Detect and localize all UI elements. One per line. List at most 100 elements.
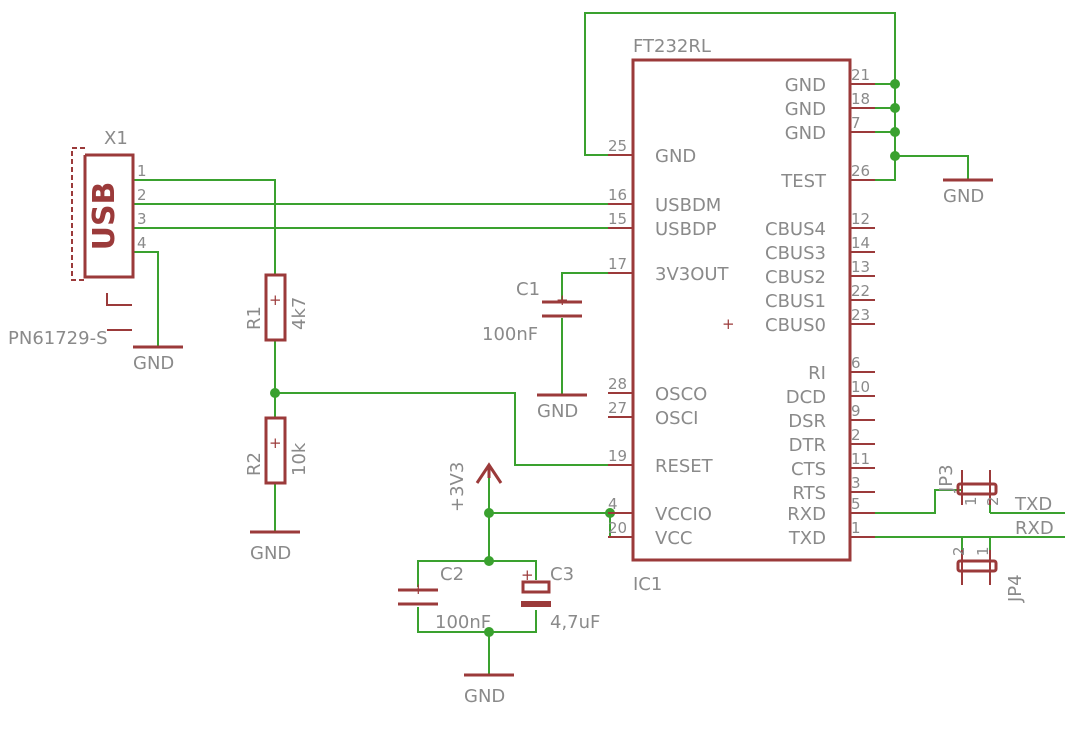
ic-pin-label: OSCO [655,384,707,405]
ic-pin-label: DCD [786,387,826,408]
capacitor-c3: + C3 4,7uF [521,564,600,633]
ic-origin-mark: + [722,315,735,333]
ic-pin-number: 27 [608,399,627,417]
ic-pin-number: 23 [851,306,870,324]
ic-name: FT232RL [633,36,711,57]
ic-pin-number: 4 [608,495,618,513]
jp4-ref: JP4 [1005,574,1026,603]
ic-pin-label: CBUS1 [765,291,826,312]
jp3-pin-1: 1 [962,496,980,506]
jp4-pin-2: 2 [950,546,968,556]
ic-pin-label: GND [785,123,826,144]
resistor-r2: + R2 10k [244,416,310,485]
gnd-label-4: GND [250,543,291,564]
jp3-ref: JP3 [936,464,957,493]
ic-ref: IC1 [633,574,662,595]
ic-pin-label: DSR [788,411,826,432]
ic-pin-label: CBUS3 [765,243,826,264]
c1-ref: C1 [516,279,540,300]
ic-pin-label: GND [785,99,826,120]
junctions [270,79,900,637]
v33-label: +3V3 [447,462,468,512]
ic-pin-label: TXD [788,528,826,549]
ic-pin-number: 15 [608,210,627,228]
gnd-label-3: GND [537,401,578,422]
ic-pin-number: 20 [608,519,627,537]
capacitor-c1: + C1 100nF [482,279,582,345]
ic-pin-number: 10 [851,378,870,396]
ic-pin-label: RI [808,363,826,384]
ic-pin-label: VCCIO [655,504,712,525]
ic-pin-label: VCC [655,528,692,549]
resistor-r1: + R1 4k7 [244,273,310,342]
c2-value: 100nF [435,612,491,633]
net-label-rxd: RXD [1015,518,1054,539]
wires [133,12,1065,675]
r2-ref: R2 [244,452,265,476]
x1-pin-4: 4 [137,234,147,252]
r2-value: 10k [289,442,310,476]
ic-pin-number: 3 [851,474,861,492]
ic-pin-label: GND [785,75,826,96]
ic-pin-number: 5 [851,495,861,513]
ic-pin-label: GND [655,146,696,167]
ic-pin-number: 2 [851,426,861,444]
capacitor-c2: + C2 100nF [398,564,491,633]
ic-pin-number: 13 [851,258,870,276]
ic-pin-number: 26 [851,162,870,180]
supply-3v3: +3V3 [447,462,503,512]
svg-text:+: + [269,434,282,452]
c1-value: 100nF [482,324,538,345]
usb-connector-x1: X1 USB 1 2 3 4 PN61729-S [8,128,147,349]
ic-pin-number: 6 [851,354,861,372]
ic-pin-label: TEST [780,171,827,192]
jp4-pin-1: 1 [974,546,992,556]
x1-ref: X1 [104,128,128,149]
ic-pin-label: CBUS4 [765,219,826,240]
ic-pin-number: 17 [608,255,627,273]
jp3-pin-2: 2 [984,496,1002,506]
x1-pin-1: 1 [137,162,147,180]
ic-pin-label: CBUS0 [765,315,826,336]
usb-body-label: USB [87,182,122,251]
c3-value: 4,7uF [550,612,600,633]
ic-pin-number: 28 [608,375,627,393]
ic-pin-number: 25 [608,137,627,155]
r1-value: 4k7 [289,297,310,330]
ic-pin-label: DTR [789,435,826,456]
gnd-label-1: GND [943,186,984,207]
ic-pin-label: CTS [791,459,826,480]
jumper-jp4: JP4 2 1 [950,546,1026,603]
ic-pin-label: RESET [655,456,714,477]
ic-pin-number: 19 [608,447,627,465]
svg-text:+: + [521,566,534,584]
ic-pin-label: 3V3OUT [655,264,730,285]
svg-text:+: + [556,291,569,309]
ic-pin-number: 22 [851,282,870,300]
ic-pin-number: 1 [851,519,861,537]
ic-pin-number: 14 [851,234,870,252]
ic-pin-number: 11 [851,450,870,468]
r1-ref: R1 [244,306,265,330]
ic-pin-number: 16 [608,186,627,204]
ic-pin-label: RXD [787,504,826,525]
x1-part-number: PN61729-S [8,328,108,349]
ic-pin-label: CBUS2 [765,267,826,288]
svg-text:+: + [269,291,282,309]
ic-pin-number: 9 [851,402,861,420]
net-label-txd: TXD [1014,494,1052,515]
ic-pin-label: USBDP [655,219,717,240]
gnd-symbols: GND GND GND GND GND [133,178,993,707]
ic-pin-number: 7 [851,114,861,132]
ic-pin-label: USBDM [655,195,721,216]
x1-pin-3: 3 [137,210,147,228]
ic-pin-number: 18 [851,90,870,108]
c2-ref: C2 [440,564,464,585]
svg-text:+: + [412,580,425,598]
x1-pin-2: 2 [137,186,147,204]
ic-pin-number: 12 [851,210,870,228]
c3-ref: C3 [550,564,574,585]
ic-pin-number: 21 [851,66,870,84]
